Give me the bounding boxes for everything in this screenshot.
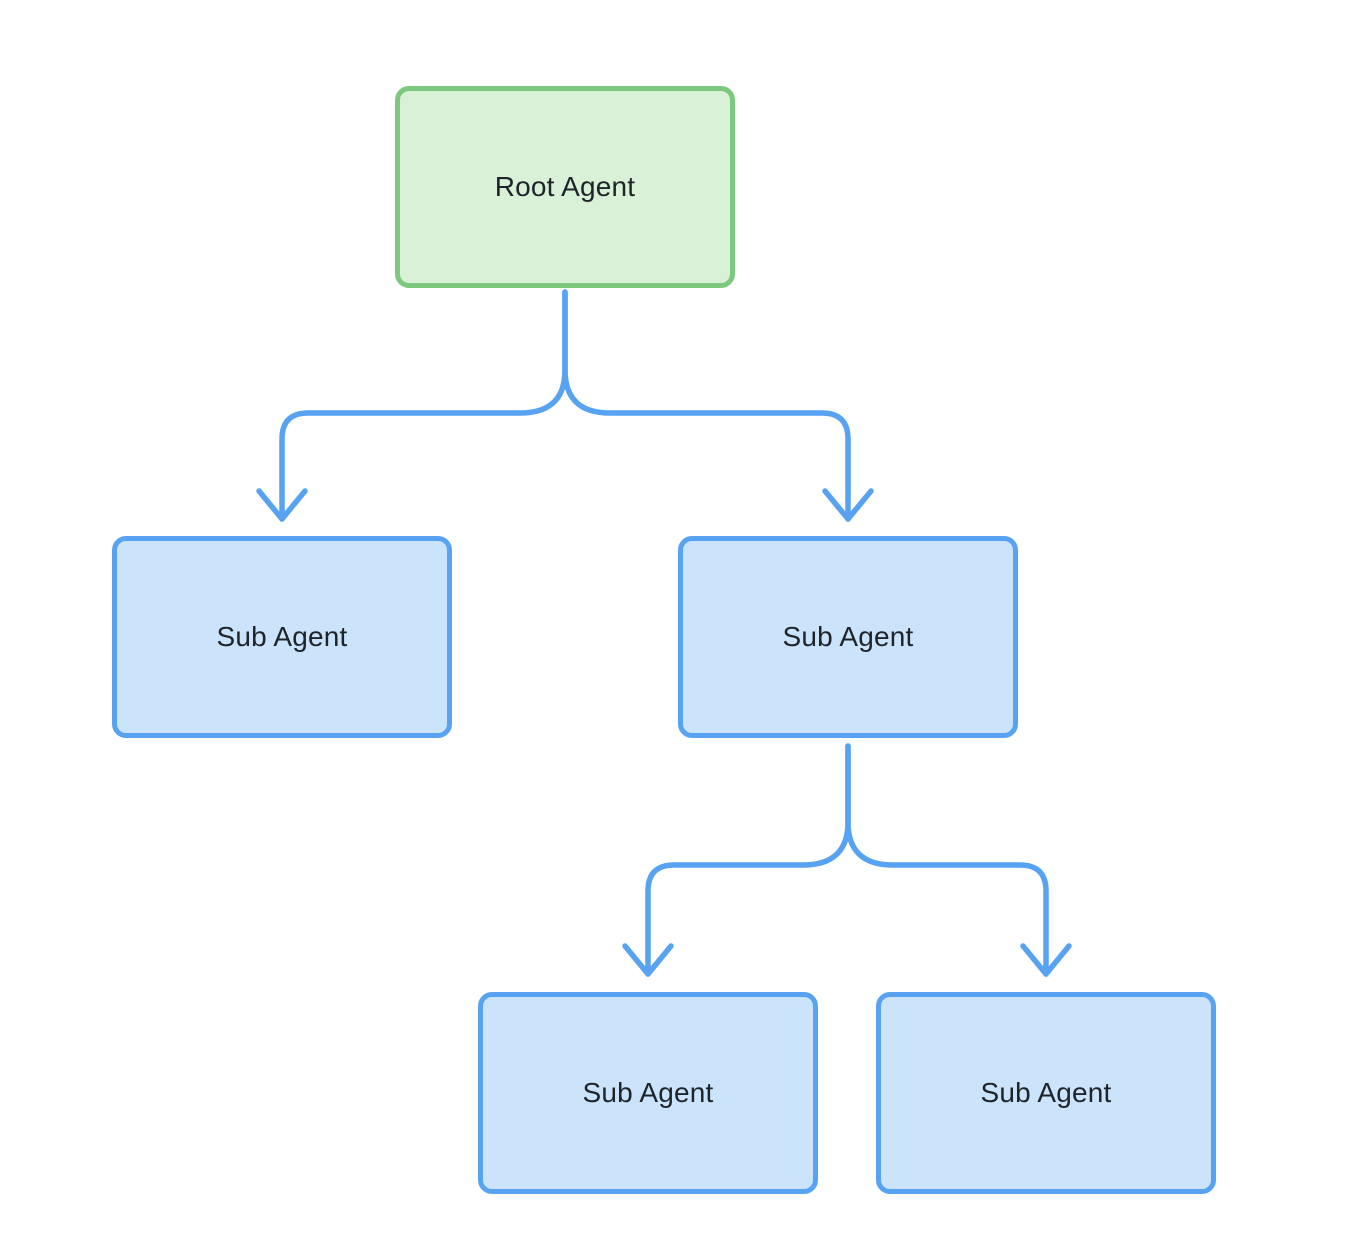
edge-line	[845, 743, 1049, 977]
arrowhead-down-icon	[256, 488, 308, 522]
node-sub-agent-right-label: Sub Agent	[782, 621, 914, 652]
node-sub-agent-right-child-right: Sub Agent	[876, 992, 1216, 1194]
edge-sub-right-to-child-right	[845, 743, 1072, 977]
arrowhead-down-icon	[622, 943, 674, 977]
edge-root-to-sub-right	[562, 289, 874, 522]
edge-sub-right-to-child-left	[622, 743, 851, 977]
node-sub-agent-right: Sub Agent	[678, 536, 1018, 738]
edge-root-to-sub-left	[256, 289, 568, 522]
arrowhead-down-icon	[1020, 943, 1072, 977]
node-root-agent: Root Agent	[395, 86, 735, 288]
edge-line	[645, 743, 851, 977]
edge-line	[279, 289, 568, 522]
node-sub-agent-left-label: Sub Agent	[216, 621, 348, 652]
node-sub-agent-right-child-left-label: Sub Agent	[582, 1077, 714, 1108]
node-sub-agent-right-child-left: Sub Agent	[478, 992, 818, 1194]
edge-line	[562, 289, 851, 522]
node-root-agent-label: Root Agent	[494, 171, 636, 202]
arrowhead-down-icon	[822, 488, 874, 522]
node-sub-agent-right-child-right-label: Sub Agent	[980, 1077, 1112, 1108]
node-sub-agent-left: Sub Agent	[112, 536, 452, 738]
